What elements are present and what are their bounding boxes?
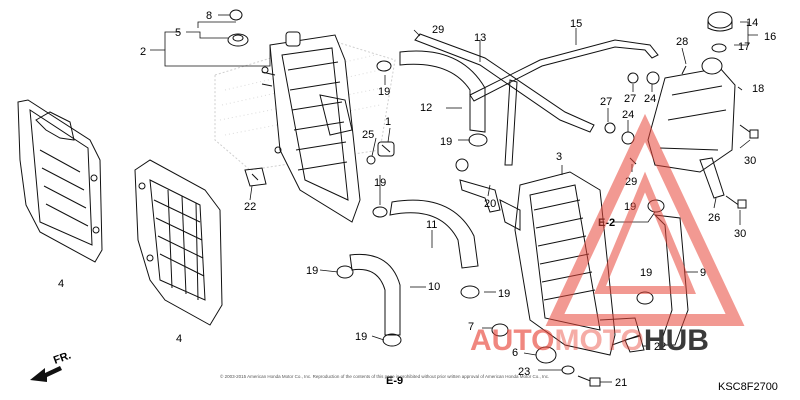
- collar-7: [491, 323, 509, 337]
- callout-7: 7: [468, 321, 474, 333]
- reserve-tank: [647, 57, 736, 173]
- callout-19-h: 19: [640, 267, 652, 279]
- callout-8: 8: [206, 10, 212, 22]
- callout-5: 5: [175, 27, 181, 39]
- callout-18: 18: [752, 83, 764, 95]
- callout-12: 12: [420, 102, 432, 114]
- radiator-cap-5: [227, 33, 249, 47]
- callout-29-top: 29: [432, 24, 444, 36]
- copyright-text: © 2003-2015 American Honda Motor Co., In…: [220, 373, 549, 379]
- hose-10: [349, 253, 401, 336]
- front-label: FR.: [52, 349, 73, 366]
- callout-25: 25: [362, 129, 374, 141]
- left-radiator: [261, 31, 361, 223]
- callout-4-left: 4: [58, 278, 64, 290]
- front-arrow: FR.: [30, 349, 73, 382]
- callout-27-top: 27: [624, 93, 636, 105]
- stay-26: [699, 157, 725, 199]
- callout-26: 26: [708, 212, 720, 224]
- clip-22-left: [244, 167, 267, 187]
- callout-15: 15: [570, 18, 582, 30]
- hose-15: [469, 39, 659, 166]
- seal-17: [711, 43, 727, 53]
- callout-6: 6: [512, 347, 518, 359]
- hose-11: [389, 199, 479, 269]
- bolt-30-upper: [739, 124, 759, 139]
- callout-28: 28: [676, 36, 688, 48]
- callout-16: 16: [764, 31, 776, 43]
- right-radiator: [499, 171, 641, 356]
- radiator-shroud-inner: [134, 159, 223, 326]
- bracket-20: [455, 158, 501, 213]
- hose-12: [399, 50, 486, 133]
- callout-24-top: 24: [644, 93, 656, 105]
- watermark: AUTOMOTOHUB: [470, 113, 745, 357]
- callout-19-e: 19: [355, 331, 367, 343]
- callout-30-upper: 30: [744, 155, 756, 167]
- watermark-logo: AUTOMOTOHUB: [470, 324, 709, 357]
- callout-2: 2: [140, 46, 146, 58]
- hose-13: [414, 33, 595, 133]
- radiator-shroud-outer: [17, 99, 103, 263]
- watermark-part-auto: AUTO: [470, 324, 554, 357]
- callout-22-left: 22: [244, 201, 256, 213]
- callout-3: 3: [556, 151, 562, 163]
- callout-17: 17: [738, 41, 750, 53]
- callout-11: 11: [426, 219, 437, 231]
- ref-e9: E-9: [386, 375, 403, 387]
- callout-1: 1: [385, 116, 391, 128]
- callout-19-b: 19: [374, 177, 386, 189]
- callout-30-lower: 30: [734, 228, 746, 240]
- gasket-8: [229, 9, 243, 21]
- callout-29-mid: 29: [625, 176, 637, 188]
- callout-23: 23: [518, 366, 530, 378]
- callout-24-mid: 24: [622, 109, 634, 121]
- callout-20: 20: [484, 198, 496, 210]
- bolt-30-lower: [725, 195, 747, 209]
- callout-10: 10: [428, 281, 440, 293]
- callout-13: 13: [474, 32, 486, 44]
- washer-23: [561, 365, 575, 375]
- callout-9: 9: [700, 267, 706, 279]
- callout-19-d: 19: [306, 265, 318, 277]
- callout-14: 14: [746, 17, 758, 29]
- bolt-1: [377, 141, 395, 157]
- diagram-code: KSC8F2700: [718, 381, 778, 393]
- clip-22-right: [624, 335, 645, 353]
- tank-cap-14: [707, 11, 733, 32]
- bolt-21: [577, 375, 601, 387]
- watermark-triangle-icon: [545, 113, 745, 326]
- callout-27-mid: 27: [600, 96, 612, 108]
- small-fittings: [604, 65, 687, 165]
- watermark-part-moto: MOTO: [554, 324, 643, 357]
- callout-19-c: 19: [440, 136, 452, 148]
- callout-22-right: 22: [654, 341, 666, 353]
- callout-19-a: 19: [378, 86, 390, 98]
- washer-25: [366, 155, 376, 165]
- callout-21: 21: [615, 377, 627, 389]
- watermark-part-hub: HUB: [644, 324, 709, 357]
- callout-4-right: 4: [176, 333, 182, 345]
- callout-19-f: 19: [498, 288, 510, 300]
